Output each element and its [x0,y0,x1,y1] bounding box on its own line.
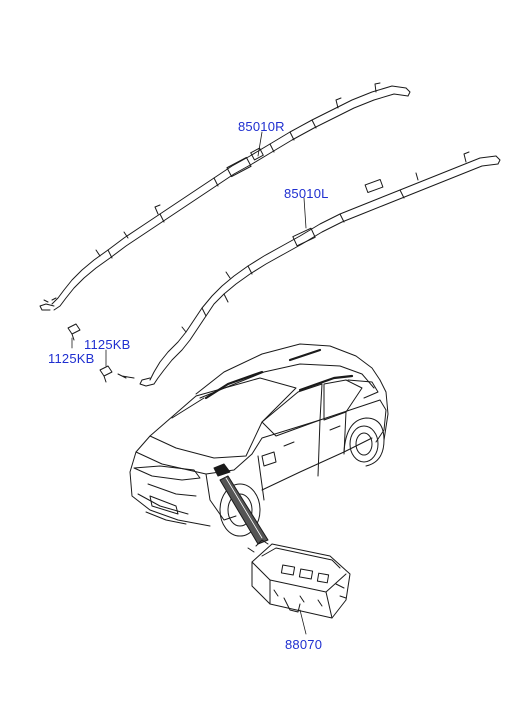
part-label-88070[interactable]: 88070 [285,637,323,652]
bolt-right-curtain [67,323,81,341]
car-illustration [129,343,389,545]
part-label-85010L[interactable]: 85010L [284,186,329,201]
bolt-left-curtain [99,365,113,383]
leader-lines [71,131,307,635]
airbag-module [247,539,351,619]
part-label-1125KB-upper[interactable]: 1125KB [84,337,131,352]
part-label-1125KB-lower[interactable]: 1125KB [48,351,95,366]
part-label-85010R[interactable]: 85010R [238,119,285,134]
curtain-airbag-left [99,151,501,387]
curtain-airbag-right [39,82,411,341]
